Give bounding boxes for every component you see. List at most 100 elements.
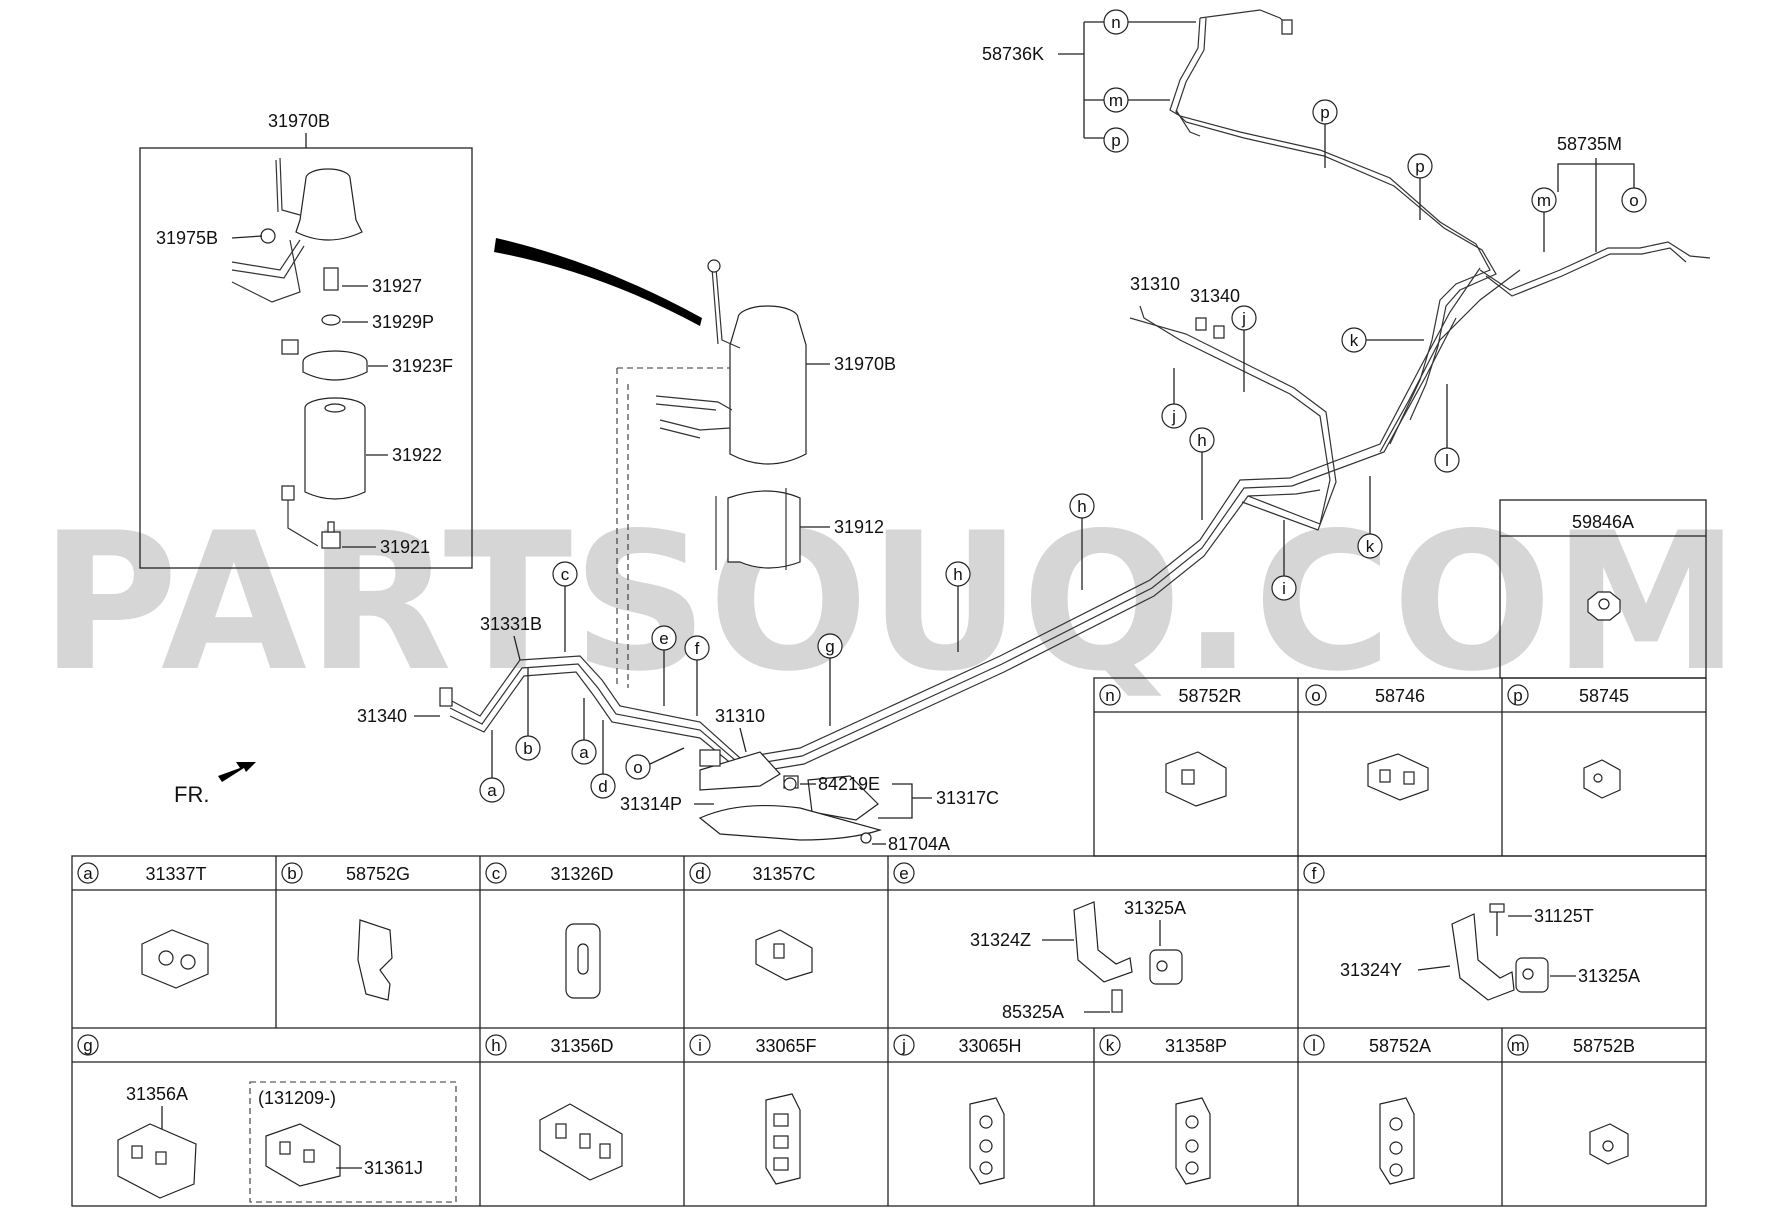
filter-head-drawing xyxy=(231,157,363,303)
legend-cell-b: b 58752G xyxy=(281,862,410,1001)
legend-part-58752B[interactable]: 58752B xyxy=(1573,1036,1635,1056)
letter-a-2[interactable]: a xyxy=(579,743,589,762)
letter-n[interactable]: n xyxy=(1111,13,1120,32)
callout-31970B[interactable]: 31970B xyxy=(834,354,896,374)
legend-cell-l: l 58752A xyxy=(1303,1034,1431,1185)
legend-part-33065H[interactable]: 33065H xyxy=(958,1036,1021,1056)
callout-31923F[interactable]: 31923F xyxy=(392,356,453,376)
callout-31310-right[interactable]: 31310 xyxy=(1130,274,1180,294)
callout-84219E[interactable]: 84219E xyxy=(818,774,880,794)
filter-element-drawing xyxy=(304,397,366,500)
letter-m-1[interactable]: m xyxy=(1109,91,1123,110)
legend-part-31325A-e[interactable]: 31325A xyxy=(1124,898,1186,918)
legend-letter-g: g xyxy=(83,1036,92,1055)
letter-h-3[interactable]: h xyxy=(1197,431,1206,450)
letter-d[interactable]: d xyxy=(598,777,607,796)
legend-letter-b: b xyxy=(287,864,296,883)
legend-part-58745[interactable]: 58745 xyxy=(1579,686,1629,706)
letter-h-2[interactable]: h xyxy=(1077,497,1086,516)
letter-callouts: a a b c d e f g h h h i j j xyxy=(479,9,1647,803)
letter-l[interactable]: l xyxy=(1445,451,1449,470)
letter-g[interactable]: g xyxy=(825,637,834,656)
legend-part-31358P[interactable]: 31358P xyxy=(1165,1036,1227,1056)
legend-part-33065F[interactable]: 33065F xyxy=(755,1036,816,1056)
legend-cell-n: n 58752R xyxy=(1099,684,1242,807)
legend-cell-p: p 58745 xyxy=(1507,684,1629,799)
filter-bracket-drawing xyxy=(715,488,801,570)
callout-31331B[interactable]: 31331B xyxy=(480,614,542,634)
legend-cell-d: d 31357C xyxy=(689,862,816,981)
legend-letter-n: n xyxy=(1105,686,1114,705)
dashed-guide xyxy=(616,367,730,688)
letter-a-1[interactable]: a xyxy=(487,781,497,800)
callout-31340-right[interactable]: 31340 xyxy=(1190,286,1240,306)
callout-31310-mid[interactable]: 31310 xyxy=(715,706,765,726)
legend-part-31356D[interactable]: 31356D xyxy=(550,1036,613,1056)
letter-p-2[interactable]: p xyxy=(1320,103,1329,122)
legend-letter-m: m xyxy=(1511,1036,1525,1055)
callout-81704A[interactable]: 81704A xyxy=(888,834,950,854)
legend-cell-g: g 31356A (131209-) 31361J xyxy=(77,1034,457,1203)
legend-letter-i: i xyxy=(698,1036,702,1055)
letter-k-2[interactable]: k xyxy=(1366,537,1375,556)
installed-filter-drawing xyxy=(655,259,807,465)
legend-part-31326D[interactable]: 31326D xyxy=(550,864,613,884)
rear-fuel-lines xyxy=(1169,9,1711,445)
callout-31921[interactable]: 31921 xyxy=(380,537,430,557)
letter-c[interactable]: c xyxy=(561,565,570,584)
callout-31929P[interactable]: 31929P xyxy=(372,312,434,332)
front-direction-label: FR. xyxy=(174,782,209,807)
callout-31922[interactable]: 31922 xyxy=(392,445,442,465)
letter-b[interactable]: b xyxy=(523,739,532,758)
callout-58735M[interactable]: 58735M xyxy=(1557,134,1622,154)
legend-letter-j: j xyxy=(901,1036,906,1055)
letter-p-3[interactable]: p xyxy=(1415,157,1424,176)
legend-part-31361J[interactable]: 31361J xyxy=(364,1158,423,1178)
legend-part-31357C[interactable]: 31357C xyxy=(752,864,815,884)
letter-o-2[interactable]: o xyxy=(633,758,642,777)
letter-o-1[interactable]: o xyxy=(1629,191,1638,210)
legend-part-58752R[interactable]: 58752R xyxy=(1178,686,1241,706)
letter-h-1[interactable]: h xyxy=(953,565,962,584)
legend-cell-m: m 58752B xyxy=(1507,1034,1635,1165)
legend-part-58752A[interactable]: 58752A xyxy=(1369,1036,1431,1056)
water-sensor-drawing xyxy=(281,485,341,549)
legend-part-31337T[interactable]: 31337T xyxy=(145,864,206,884)
callout-31970B-box[interactable]: 31970B xyxy=(268,111,330,131)
zoom-arrow xyxy=(494,238,702,326)
legend-cell-a: a 31337T xyxy=(77,862,209,989)
legend-part-31324Z[interactable]: 31324Z xyxy=(970,930,1031,950)
legend-cell-j: j 33065H xyxy=(893,1034,1022,1185)
legend-part-31125T[interactable]: 31125T xyxy=(1534,906,1594,926)
legend-letter-e: e xyxy=(899,864,908,883)
legend-59846A-label[interactable]: 59846A xyxy=(1572,512,1634,532)
letter-j-1[interactable]: j xyxy=(1241,309,1246,328)
legend-part-58752G[interactable]: 58752G xyxy=(346,864,410,884)
legend-letter-a: a xyxy=(83,864,93,883)
air-vent-plug-drawing xyxy=(260,228,276,244)
callout-58736K[interactable]: 58736K xyxy=(982,44,1044,64)
callout-31927[interactable]: 31927 xyxy=(372,276,422,296)
legend-letter-p: p xyxy=(1513,686,1522,705)
legend-part-85325A[interactable]: 85325A xyxy=(1002,1002,1064,1022)
legend-letter-c: c xyxy=(492,864,501,883)
legend-part-31356A[interactable]: 31356A xyxy=(126,1084,188,1104)
callout-31975B[interactable]: 31975B xyxy=(156,228,218,248)
letter-e[interactable]: e xyxy=(659,629,668,648)
legend-letter-h: h xyxy=(491,1036,500,1055)
filter-cap-drawing xyxy=(281,339,368,381)
legend-part-31325A-f[interactable]: 31325A xyxy=(1578,966,1640,986)
letter-f[interactable]: f xyxy=(695,639,700,658)
legend-part-31324Y[interactable]: 31324Y xyxy=(1340,960,1402,980)
letter-i[interactable]: i xyxy=(1282,579,1286,598)
callout-31340-left[interactable]: 31340 xyxy=(357,706,407,726)
callout-31912[interactable]: 31912 xyxy=(834,517,884,537)
callout-31314P[interactable]: 31314P xyxy=(620,794,682,814)
callout-31317C[interactable]: 31317C xyxy=(936,788,999,808)
letter-j-2[interactable]: j xyxy=(1171,407,1176,426)
letter-m-2[interactable]: m xyxy=(1537,191,1551,210)
legend-part-58746[interactable]: 58746 xyxy=(1375,686,1425,706)
letter-k-1[interactable]: k xyxy=(1350,331,1359,350)
letter-p-1[interactable]: p xyxy=(1111,131,1120,150)
legend-letter-l: l xyxy=(1312,1036,1316,1055)
